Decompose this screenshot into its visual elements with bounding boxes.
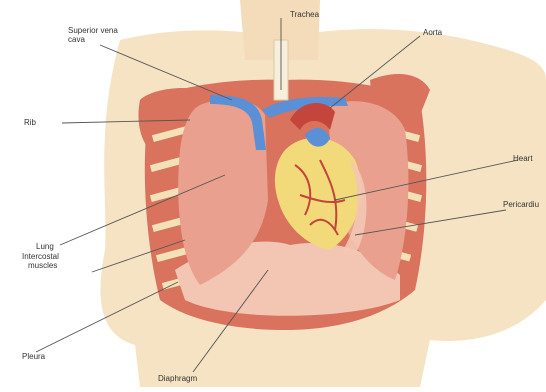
label-diaphragm: Diaphragm — [158, 374, 197, 383]
label-lung: Lung — [36, 242, 54, 251]
label-aorta: Aorta — [423, 28, 442, 37]
label-pleura: Pleura — [22, 352, 45, 361]
label-superior-vena-cava-1: Superior vena — [68, 26, 118, 35]
label-superior-vena-cava-2: cava — [68, 35, 85, 44]
label-trachea: Trachea — [290, 10, 319, 19]
label-rib: Rib — [24, 118, 36, 127]
label-intercostal-1: Intercostal — [22, 252, 59, 261]
label-pericardium: Pericardiu — [503, 200, 539, 209]
label-heart: Heart — [513, 154, 533, 163]
label-intercostal-2: muscles — [28, 261, 57, 270]
